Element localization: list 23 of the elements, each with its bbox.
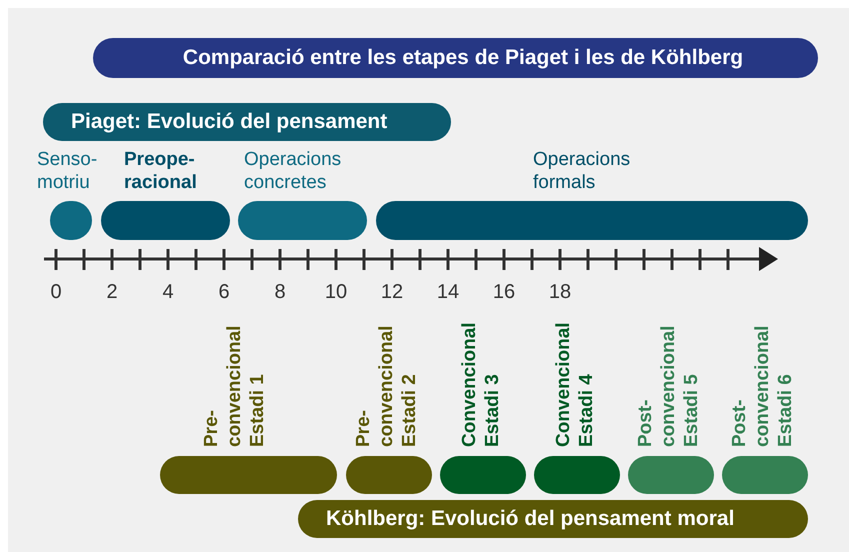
title-banner: Comparació entre les etapes de Piaget i les de Köhlberg xyxy=(93,38,818,78)
tick-label: 10 xyxy=(324,281,348,303)
tick-label: 2 xyxy=(106,281,118,303)
stage-label: Pre- convencional Estadi 2 xyxy=(352,324,421,447)
stage-label: Operacions concretes xyxy=(244,148,342,194)
tick-label: 6 xyxy=(218,281,230,303)
tick-label: 0 xyxy=(50,281,62,303)
tick-label: 12 xyxy=(380,281,404,303)
stage-label: Preope- racional xyxy=(124,148,198,194)
tick-label: 16 xyxy=(492,281,516,303)
tick-label: 4 xyxy=(162,281,174,303)
section-banner: Köhlberg: Evolució del pensament moral xyxy=(298,500,808,538)
stage-label: Pre- convencional Estadi 1 xyxy=(200,324,269,447)
stage-label: Convencional Estadi 4 xyxy=(552,321,598,447)
section-banner: Piaget: Evolució del pensament xyxy=(43,103,451,141)
tick-label: 8 xyxy=(274,281,286,303)
stage-label: Convencional Estadi 3 xyxy=(458,321,504,447)
stage-label: Post- convencional Estadi 6 xyxy=(728,324,797,447)
stage-label: Operacions formals xyxy=(533,148,632,194)
tick-label: 14 xyxy=(436,281,460,303)
stage-label: Post- convencional Estadi 5 xyxy=(634,324,703,447)
tick-label: 18 xyxy=(548,281,572,303)
stage-label: Senso- motriu xyxy=(37,148,98,194)
